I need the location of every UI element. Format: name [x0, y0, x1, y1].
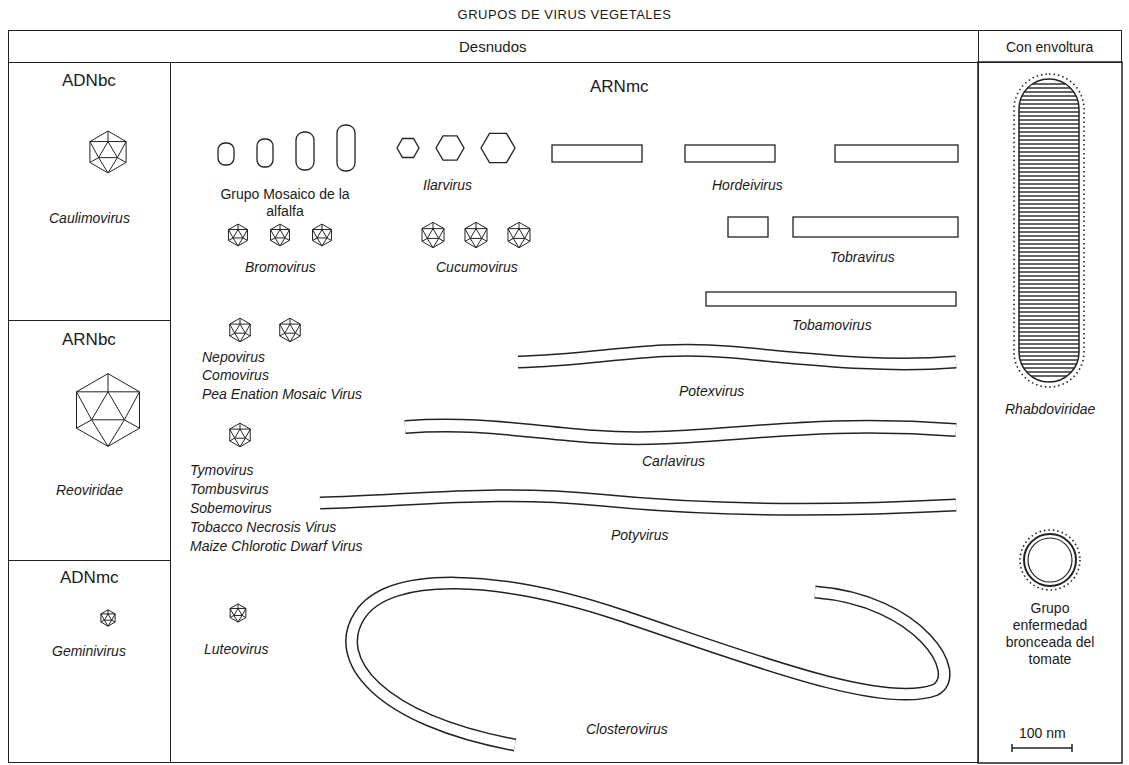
virus-group-name: Ilarvirus: [423, 177, 472, 194]
table-cell: Con envoltura: [978, 30, 1122, 63]
virus-group-name: Maize Chlorotic Dwarf Virus: [190, 538, 362, 555]
diagram-title: GRUPOS DE VIRUS VEGETALES: [0, 6, 1129, 24]
cell-heading: ADNbc: [62, 72, 116, 90]
virus-group-name: Comovirus: [202, 367, 269, 384]
table-cell: Desnudos: [8, 30, 979, 63]
virus-group-name: Rhabdoviridae: [1005, 401, 1095, 418]
virus-group-name: Pea Enation Mosaic Virus: [202, 386, 362, 403]
table-cell: ARNbcReoviridae: [8, 320, 171, 561]
virus-group-name: Tobamovirus: [792, 317, 872, 334]
virus-group-name: Grupo Mosaico de la alfalfa: [205, 186, 365, 220]
cell-heading: ARNmc: [590, 78, 649, 96]
cell-heading: Desnudos: [459, 38, 527, 56]
virus-group-name: Cucumovirus: [436, 259, 518, 276]
virus-name: Geminivirus: [52, 642, 126, 660]
table-cell: ARNmc: [170, 62, 979, 763]
virus-group-name: Bromovirus: [245, 259, 316, 276]
table-cell: ADNbcCaulimovirus: [8, 62, 171, 321]
virus-group-name: Nepovirus: [202, 349, 265, 366]
virus-group-name: Grupo enfermedad bronceada del tomate: [995, 600, 1105, 668]
scale-label: 100 nm: [1019, 725, 1066, 742]
virus-group-name: Potyvirus: [611, 527, 669, 544]
virus-group-name: Potexvirus: [679, 383, 744, 400]
cell-heading: ADNmc: [60, 569, 119, 587]
cell-heading: ARNbc: [62, 331, 116, 349]
table-cell: ADNmcGeminivirus: [8, 560, 171, 763]
virus-group-name: Closterovirus: [586, 721, 668, 738]
cell-heading: Con envoltura: [1006, 38, 1093, 56]
virus-group-name: Hordeivirus: [712, 177, 783, 194]
virus-group-name: Tymovirus: [190, 462, 254, 479]
virus-group-name: Tombusvirus: [190, 481, 269, 498]
virus-group-name: Carlavirus: [642, 453, 705, 470]
virus-name: Caulimovirus: [49, 209, 130, 227]
virus-group-name: Tobravirus: [830, 249, 895, 266]
virus-name: Reoviridae: [56, 481, 123, 499]
virus-group-name: Sobemovirus: [190, 500, 272, 517]
virus-group-name: Tobacco Necrosis Virus: [190, 519, 336, 536]
virus-group-name: Luteovirus: [204, 641, 269, 658]
